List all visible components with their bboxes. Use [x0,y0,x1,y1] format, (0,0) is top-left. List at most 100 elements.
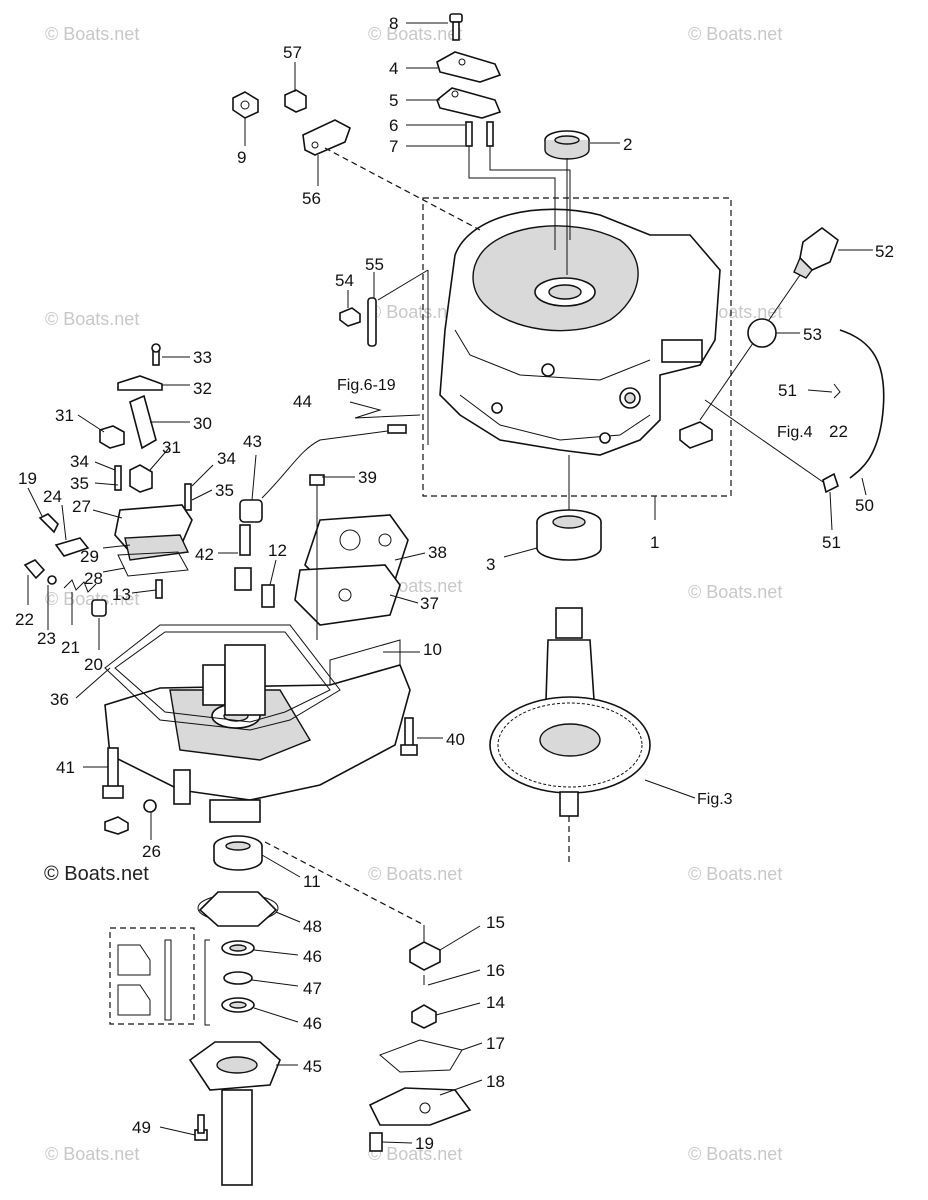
switch-43 [239,499,263,523]
callout-34a: 34 [70,452,89,471]
callout-45: 45 [303,1057,322,1076]
watermark-12: © Boats.net [45,1144,139,1164]
callout-24: 24 [43,487,62,506]
callout-37: 37 [420,594,439,613]
part-12 [261,584,275,608]
breather-parts [23,343,193,617]
oil-seal-2 [544,130,590,275]
callout-12: 12 [268,541,287,560]
pin-55 [367,297,377,347]
callout-51b: 51 [822,533,841,552]
callout-40: 40 [446,730,465,749]
watermark-14: © Boats.net [688,1144,782,1164]
bolt-39-head [309,474,325,486]
callout-52: 52 [875,242,894,261]
upper-crankcase [439,208,721,510]
fig3-label: Fig.3 [697,791,733,808]
bolt-19b [369,1132,383,1152]
cover-plates [436,13,571,250]
bolt-54 [339,307,361,327]
callout-34b: 34 [217,449,236,468]
callout-36: 36 [50,690,69,709]
crankcase-boundary [422,197,732,497]
leader-lines [27,22,873,1144]
callout-19b: 19 [415,1134,434,1153]
hose-50 [839,329,885,479]
callout-48: 48 [303,917,322,936]
fitting-9 [232,91,259,119]
watermark-9: © Boats.net [688,582,782,602]
plate-5 [436,87,502,119]
callout-26: 26 [142,842,161,861]
pin-6b [486,121,494,147]
callout-15: 15 [486,913,505,932]
callout-33: 33 [193,348,212,367]
bolts-40-41 [102,717,418,835]
plunger-20 [91,599,107,617]
callout-11: 11 [303,872,321,891]
callout-20: 20 [84,655,103,674]
callout-17: 17 [486,1034,505,1053]
callout-9: 9 [237,148,246,167]
callout-13: 13 [112,585,131,604]
pin-6a [465,121,473,147]
spring-21 [63,579,97,593]
callout-44: 44 [293,392,312,411]
callout-labels: 8 4 5 6 7 2 9 57 56 54 55 52 53 51 50 51… [15,14,894,1153]
fitting-22 [23,559,46,580]
plug-31b [129,464,153,493]
callout-4: 4 [389,59,398,78]
washer-23 [47,575,57,585]
callout-16: 16 [486,961,505,980]
fig6-19-label: Fig.6-19 [337,377,396,394]
callout-21: 21 [61,638,80,657]
plug-14 [411,1004,437,1029]
clamp-51a [833,383,841,399]
camshaft-gear: Fig.3 [489,607,733,866]
oring-53 [747,318,777,348]
callout-35b: 35 [215,481,234,500]
covers-37-38 [294,514,409,626]
callout-43: 43 [243,432,262,451]
callout-56: 56 [302,189,321,208]
screw-34b [184,483,192,511]
callout-42: 42 [195,545,214,564]
callout-53: 53 [803,325,822,344]
fig4-label: Fig.4 [777,424,813,441]
callout-28: 28 [84,569,103,588]
screw-34a [114,465,122,491]
callout-57: 57 [283,43,302,62]
callout-6: 6 [389,116,398,135]
pin-54-55 [339,269,429,445]
callout-32: 32 [193,379,212,398]
callout-39: 39 [358,468,377,487]
wire-44 [261,429,396,499]
watermark-1: © Boats.net [45,24,139,44]
callout-41: 41 [56,758,75,777]
sensor-group [234,424,407,608]
bracket-56 [302,119,351,156]
callout-7: 7 [389,137,398,156]
callout-31b: 31 [162,438,181,457]
callout-14: 14 [486,993,505,1012]
plate-4 [436,51,502,83]
switch-42-body [239,524,251,556]
clip-24 [54,537,90,557]
watermark-11: © Boats.net [688,864,782,884]
callout-46a: 46 [303,947,322,966]
callout-8: 8 [389,14,398,33]
watermark-3: © Boats.net [688,24,782,44]
watermark-13: © Boats.net [368,1144,462,1164]
clamp-51b [822,472,839,494]
callout-3: 3 [486,555,495,574]
callout-2: 2 [623,135,632,154]
callout-31a: 31 [55,406,74,425]
callout-10: 10 [423,640,442,659]
gasket-28 [117,551,189,577]
tube-30 [129,394,157,450]
callout-5: 5 [389,91,398,110]
oil-cap-group: Fig.4 22 [699,227,885,494]
callout-49: 49 [132,1118,151,1137]
plug-31a [99,425,125,449]
